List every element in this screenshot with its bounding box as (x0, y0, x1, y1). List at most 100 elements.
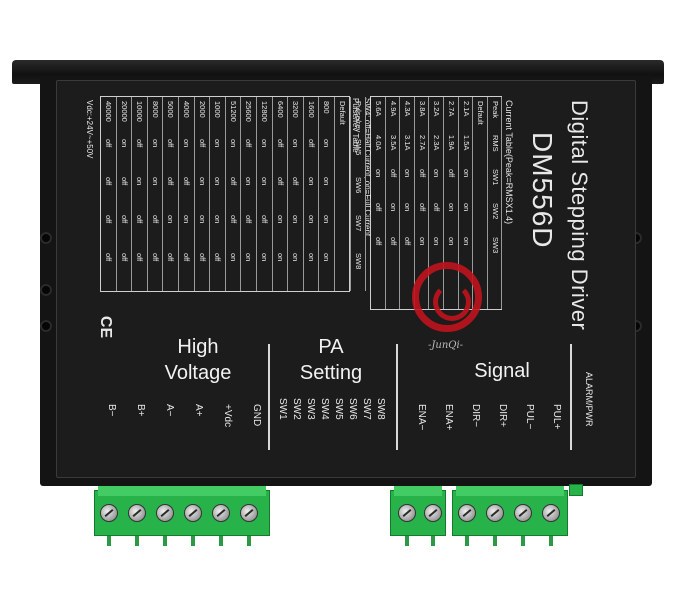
terminal-pin (405, 536, 409, 546)
divider (570, 344, 572, 450)
table-cell: off (275, 177, 285, 186)
table-cell: 4000 (182, 101, 191, 118)
pin-label: GND (251, 404, 262, 427)
table-cell: on (260, 253, 269, 262)
table-cell: 3.1A (403, 135, 413, 151)
pin-label: SW6 (347, 398, 358, 420)
table-cell: 20000 (119, 101, 129, 122)
table-cell: off (119, 177, 129, 186)
table-cell: SW3 (490, 237, 500, 254)
table-cell: off (119, 253, 129, 262)
table-cell: 6400 (275, 101, 285, 118)
heading-line: High (177, 336, 219, 358)
screw-icon[interactable] (514, 504, 532, 522)
signal-heading: Signal (474, 360, 530, 382)
screw-icon[interactable] (398, 504, 416, 522)
high-voltage-heading: High Voltage (150, 334, 246, 386)
table-cell: off (403, 237, 413, 246)
screw-icon[interactable] (128, 504, 146, 522)
screw-icon[interactable] (156, 504, 174, 522)
table-cell: on (388, 203, 398, 212)
pin-label: B− (106, 404, 117, 417)
table-cell: on (244, 253, 254, 262)
table-cell: 2.7A (447, 101, 456, 117)
terminal-pin (549, 536, 553, 546)
table-cell: off (150, 215, 160, 224)
table-cell: on (182, 215, 191, 224)
pin-label: SW2 (291, 398, 302, 420)
terminal-pin (163, 536, 167, 546)
ce-mark-icon: CE (97, 315, 115, 339)
table-cell: 2000 (197, 101, 207, 118)
screw-icon[interactable] (542, 504, 560, 522)
table-column: Default (335, 97, 351, 291)
table-cell: 2.1A (461, 101, 471, 117)
table-cell: 8000 (150, 101, 160, 118)
table-cell: on (197, 215, 207, 224)
screw-icon[interactable] (212, 504, 230, 522)
screw-icon[interactable] (424, 504, 442, 522)
table-cell: on (322, 215, 332, 224)
table-cell: SW7 (353, 215, 363, 232)
table-cell: RMS (490, 135, 500, 152)
table-cell: off (104, 253, 113, 262)
table-cell: off (388, 169, 398, 178)
table-cell: SW6 (353, 177, 363, 194)
table-cell: on (291, 253, 301, 262)
table-cell: on (403, 169, 413, 178)
screw-icon[interactable] (184, 504, 202, 522)
table-cell: 3.2A (432, 101, 442, 117)
table-cell: 4.3A (403, 101, 413, 117)
table-cell: 1.9A (447, 135, 456, 151)
table-cell: on (403, 203, 413, 212)
alarm-connector (569, 484, 583, 496)
terminal-pin (521, 536, 525, 546)
table-cell: SW8 (353, 253, 363, 270)
pin-label: SW3 (305, 398, 316, 420)
table-column: 4.3A 3.1A on on off (400, 97, 415, 309)
table-cell: 4.0A (374, 135, 383, 151)
table-cell: off (228, 215, 238, 224)
terminal-pin (465, 536, 469, 546)
table-cell: off (291, 177, 301, 186)
table-cell: on (291, 215, 301, 224)
table-cell: on (135, 177, 145, 186)
side-bolt-icon (40, 284, 52, 296)
watermark: -JunQi- (428, 340, 464, 351)
heading-line: Voltage (164, 362, 232, 384)
terminal-pin (191, 536, 195, 546)
table-cell: off (432, 203, 442, 212)
pa-setting-heading: PA Setting (288, 334, 374, 386)
table-cell: on (213, 139, 223, 148)
table-cell: off (244, 215, 254, 224)
table-cell: on (260, 177, 269, 186)
table-cell: 800 (322, 101, 332, 114)
screw-icon[interactable] (486, 504, 504, 522)
terminal-pin (247, 536, 251, 546)
screw-icon[interactable] (458, 504, 476, 522)
terminal-pin (431, 536, 435, 546)
table-cell: on (461, 237, 471, 246)
table-cell: 3.5A (388, 135, 398, 151)
screw-icon[interactable] (240, 504, 258, 522)
table-cell: 5.6A (374, 101, 383, 117)
table-cell: off (166, 139, 176, 148)
table-cell: SW1 (490, 169, 500, 186)
pin-label: SW4 (319, 398, 330, 420)
table-cell: off (306, 139, 316, 148)
pin-label: ENA− (416, 404, 427, 431)
table-cell: on (447, 237, 456, 246)
screw-icon[interactable] (100, 504, 118, 522)
